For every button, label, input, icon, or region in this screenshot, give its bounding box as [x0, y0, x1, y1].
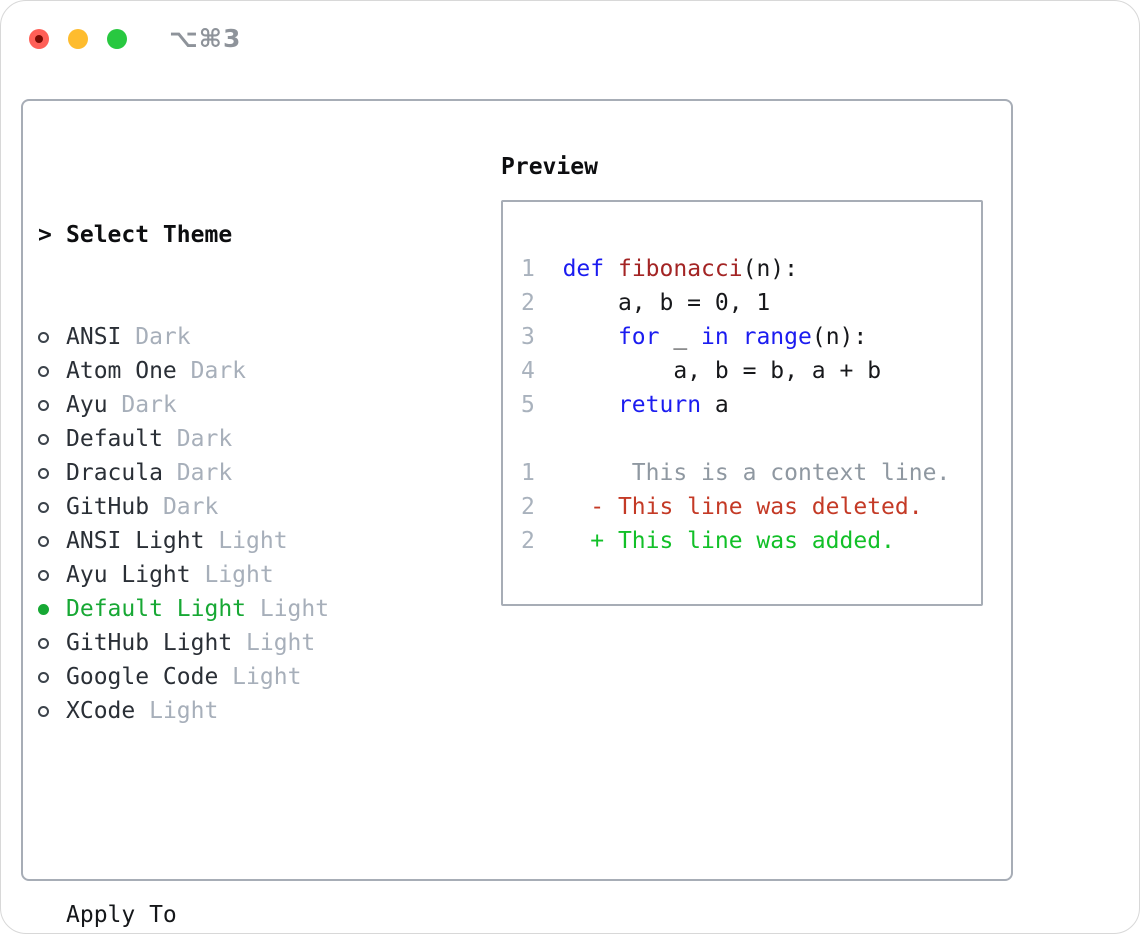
theme-option-ayu[interactable]: Ayu Dark	[38, 388, 426, 422]
unsaved-dot-icon	[35, 35, 43, 43]
theme-name: ANSI	[66, 324, 122, 350]
code-line: 2 a, b = 0, 1	[521, 290, 771, 316]
theme-option-github[interactable]: GitHub Dark	[38, 490, 426, 524]
theme-name: Dracula	[66, 460, 163, 486]
theme-name: Default Light	[66, 596, 247, 622]
diff-line: 2 + This line was added.	[521, 528, 895, 554]
theme-option-ansi-light[interactable]: ANSI Light Light	[38, 524, 426, 558]
radio-icon	[38, 536, 49, 547]
radio-icon	[38, 638, 49, 649]
theme-option-google-code[interactable]: Google Code Light	[38, 660, 426, 694]
theme-variant: Dark	[162, 426, 233, 452]
blank-line	[521, 422, 981, 456]
theme-name: GitHub Light	[66, 630, 233, 656]
preview-pane: Preview 1 def fibonacci(n): 2 a, b = 0, 1…	[501, 150, 983, 606]
theme-option-ansi[interactable]: ANSI Dark	[38, 320, 426, 354]
theme-variant: Dark	[121, 324, 191, 350]
select-theme-header: > Select Theme	[38, 218, 426, 252]
zoom-button[interactable]	[107, 29, 127, 49]
apply-to-header: Apply To	[38, 898, 426, 932]
theme-name: Google Code	[66, 664, 219, 690]
theme-name: Default	[66, 426, 163, 452]
theme-variant: Dark	[162, 460, 233, 486]
radio-icon	[38, 502, 49, 513]
code-line: 4 a, b = b, a + b	[521, 358, 882, 384]
radio-icon	[38, 366, 49, 377]
radio-selected-icon	[38, 604, 49, 615]
radio-icon	[38, 706, 49, 717]
theme-variant: Light	[246, 596, 330, 622]
radio-icon	[38, 332, 49, 343]
radio-icon	[38, 400, 49, 411]
theme-name: GitHub	[66, 494, 150, 520]
code-line: 5 return a	[521, 392, 729, 418]
theme-name: Ayu Light	[66, 562, 191, 588]
theme-option-default-light[interactable]: Default Light Light	[38, 592, 426, 626]
theme-name: Atom One	[66, 358, 177, 384]
preview-box: 1 def fibonacci(n): 2 a, b = 0, 1 3 for _ …	[501, 200, 983, 606]
minimize-button[interactable]	[68, 29, 88, 49]
theme-name: XCode	[66, 698, 136, 724]
preview-code: 1 def fibonacci(n): 2 a, b = 0, 1 3 for _ …	[503, 202, 981, 558]
theme-variant: Light	[218, 664, 302, 690]
theme-name: Ayu	[66, 392, 108, 418]
diff-line: 2 - This line was deleted.	[521, 494, 923, 520]
apply-to-title: Apply To	[66, 902, 177, 928]
spacer	[38, 796, 426, 830]
theme-variant: Dark	[107, 392, 177, 418]
theme-variant: Dark	[176, 358, 247, 384]
theme-option-atom-one[interactable]: Atom One Dark	[38, 354, 426, 388]
radio-icon	[38, 672, 49, 683]
code-line: 3 for _ in range(n):	[521, 324, 868, 350]
theme-name: ANSI Light	[66, 528, 205, 554]
theme-option-dracula[interactable]: Dracula Dark	[38, 456, 426, 490]
close-button[interactable]	[29, 29, 49, 49]
diff-line: 1 This is a context line.	[521, 460, 951, 486]
theme-option-github-light[interactable]: GitHub Light Light	[38, 626, 426, 660]
theme-option-ayu-light[interactable]: Ayu Light Light	[38, 558, 426, 592]
radio-icon	[38, 570, 49, 581]
preview-title: Preview	[501, 154, 598, 180]
theme-variant: Light	[135, 698, 219, 724]
theme-variant: Light	[190, 562, 274, 588]
window-title: ⌥⌘3	[169, 24, 242, 53]
select-theme-title: Select Theme	[66, 222, 233, 248]
theme-variant: Dark	[149, 494, 219, 520]
theme-option-xcode[interactable]: XCode Light	[38, 694, 426, 728]
cursor-indicator: >	[38, 222, 52, 248]
radio-icon	[38, 434, 49, 445]
radio-icon	[38, 468, 49, 479]
theme-option-default[interactable]: Default Dark	[38, 422, 426, 456]
theme-variant: Light	[204, 528, 288, 554]
code-line: 1 def fibonacci(n):	[521, 256, 798, 282]
theme-variant: Light	[232, 630, 316, 656]
titlebar: ⌥⌘3	[29, 24, 242, 53]
